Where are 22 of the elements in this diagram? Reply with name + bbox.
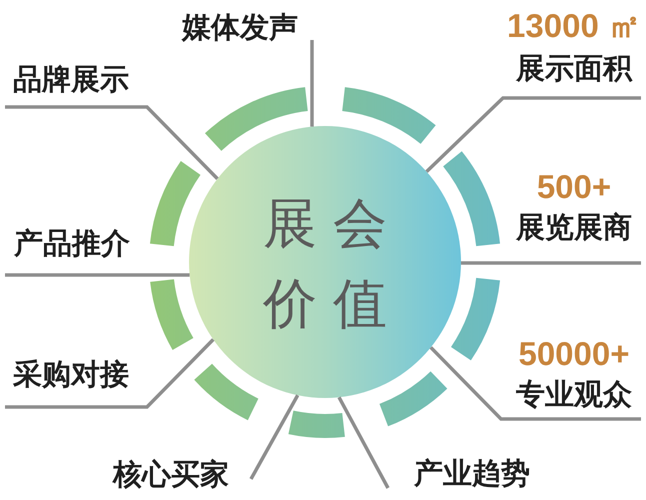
leader-line [5,105,219,180]
stat-number: 50000+ [518,335,630,373]
topic-label: 专业观众 [516,377,632,411]
topic-label: 采购对接 [13,357,129,391]
leader-line [5,338,214,409]
leader-line [338,396,390,489]
leader-line [461,261,641,265]
topic-label: 媒体发声 [182,10,298,44]
topic-label: 产品推介 [14,226,130,260]
stat-number: 13000 ㎡ [507,7,641,45]
topic-label: 展示面积 [516,51,632,85]
leader-line [5,273,190,277]
topic-label: 核心买家 [113,457,229,491]
topic-label: 产业趋势 [414,456,530,490]
topic-label: 展览展商 [516,210,632,244]
leader-line [249,394,300,480]
center-title: 展会价值 [263,191,387,337]
leader-line [425,96,641,173]
stat-number: 500+ [536,168,612,206]
leader-line [430,346,641,421]
leader-line [310,40,314,127]
topic-label: 品牌展示 [13,62,129,96]
